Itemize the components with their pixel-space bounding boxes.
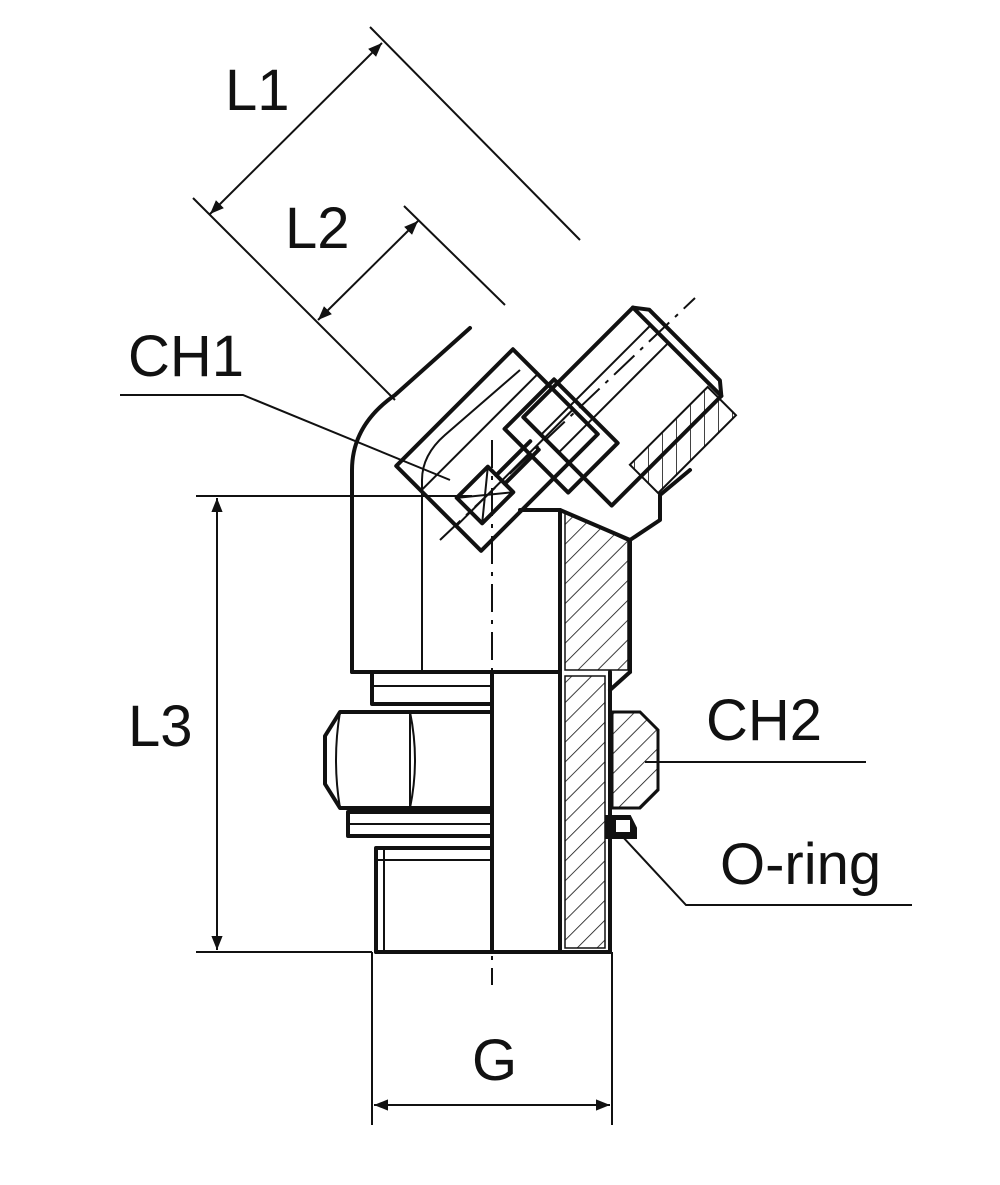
dimension-g <box>371 952 613 1125</box>
label-ch1: CH1 <box>128 324 244 389</box>
ch1-leader <box>120 394 451 481</box>
center-lines <box>439 297 696 985</box>
label-l3: L3 <box>128 694 193 759</box>
dimension-l1 <box>192 26 581 401</box>
angled-body <box>350 305 738 674</box>
label-l1: L1 <box>225 58 290 123</box>
label-ch2: CH2 <box>706 688 822 753</box>
oring-leader <box>621 835 912 906</box>
dimension-l3 <box>196 495 472 953</box>
dimension-l2 <box>317 205 506 321</box>
label-oring: O-ring <box>720 832 881 897</box>
label-l2: L2 <box>285 196 350 261</box>
label-g: G <box>472 1028 517 1093</box>
